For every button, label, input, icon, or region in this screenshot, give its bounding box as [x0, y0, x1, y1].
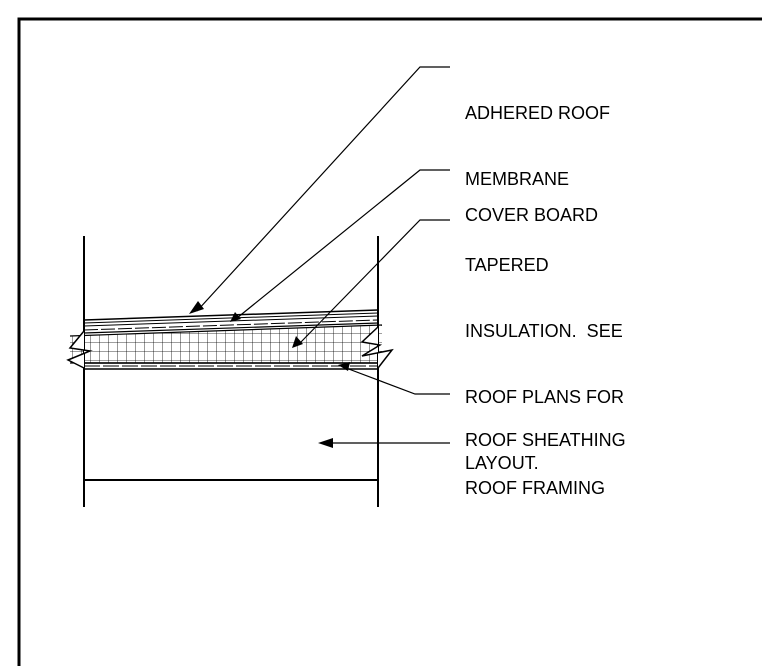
arrow-membrane	[189, 301, 204, 314]
callout-roof-framing: ROOF FRAMING	[465, 433, 605, 543]
callout-text: MEMBRANE	[465, 169, 570, 189]
tapered-insulation	[69, 324, 383, 364]
membrane-layer	[83, 309, 379, 324]
callout-text: TAPERED	[465, 255, 549, 275]
arrow-cover	[230, 312, 241, 322]
leader-cover	[236, 169, 450, 319]
leader-insulation	[299, 219, 450, 344]
sheet-border	[17, 17, 762, 671]
callout-text: ROOF FRAMING	[465, 478, 605, 498]
callout-tapered-insulation: TAPERED INSULATION. SEE ROOF PLANS FOR L…	[465, 210, 624, 518]
callout-text: COVER BOARD	[465, 205, 599, 225]
leader-membrane	[196, 66, 450, 312]
callout-membrane: ADHERED ROOF MEMBRANE	[465, 58, 610, 234]
left-break-line	[66, 330, 93, 369]
callout-roof-sheathing: ROOF SHEATHING	[465, 385, 626, 495]
callout-cover-board: COVER BOARD	[465, 160, 598, 270]
callout-text: ROOF SHEATHING	[465, 430, 626, 450]
leader-sheathing	[345, 367, 450, 395]
arrow-insulation	[292, 336, 303, 348]
callout-text: ADHERED ROOF	[465, 103, 611, 123]
callout-text: INSULATION. SEE	[465, 321, 623, 341]
arrow-sheathing	[338, 362, 350, 371]
callout-text: ROOF PLANS FOR	[465, 387, 625, 407]
sheathing-layer	[84, 362, 378, 370]
arrow-framing	[318, 438, 333, 448]
right-break-line	[360, 326, 394, 369]
callout-text: LAYOUT.	[465, 453, 539, 473]
